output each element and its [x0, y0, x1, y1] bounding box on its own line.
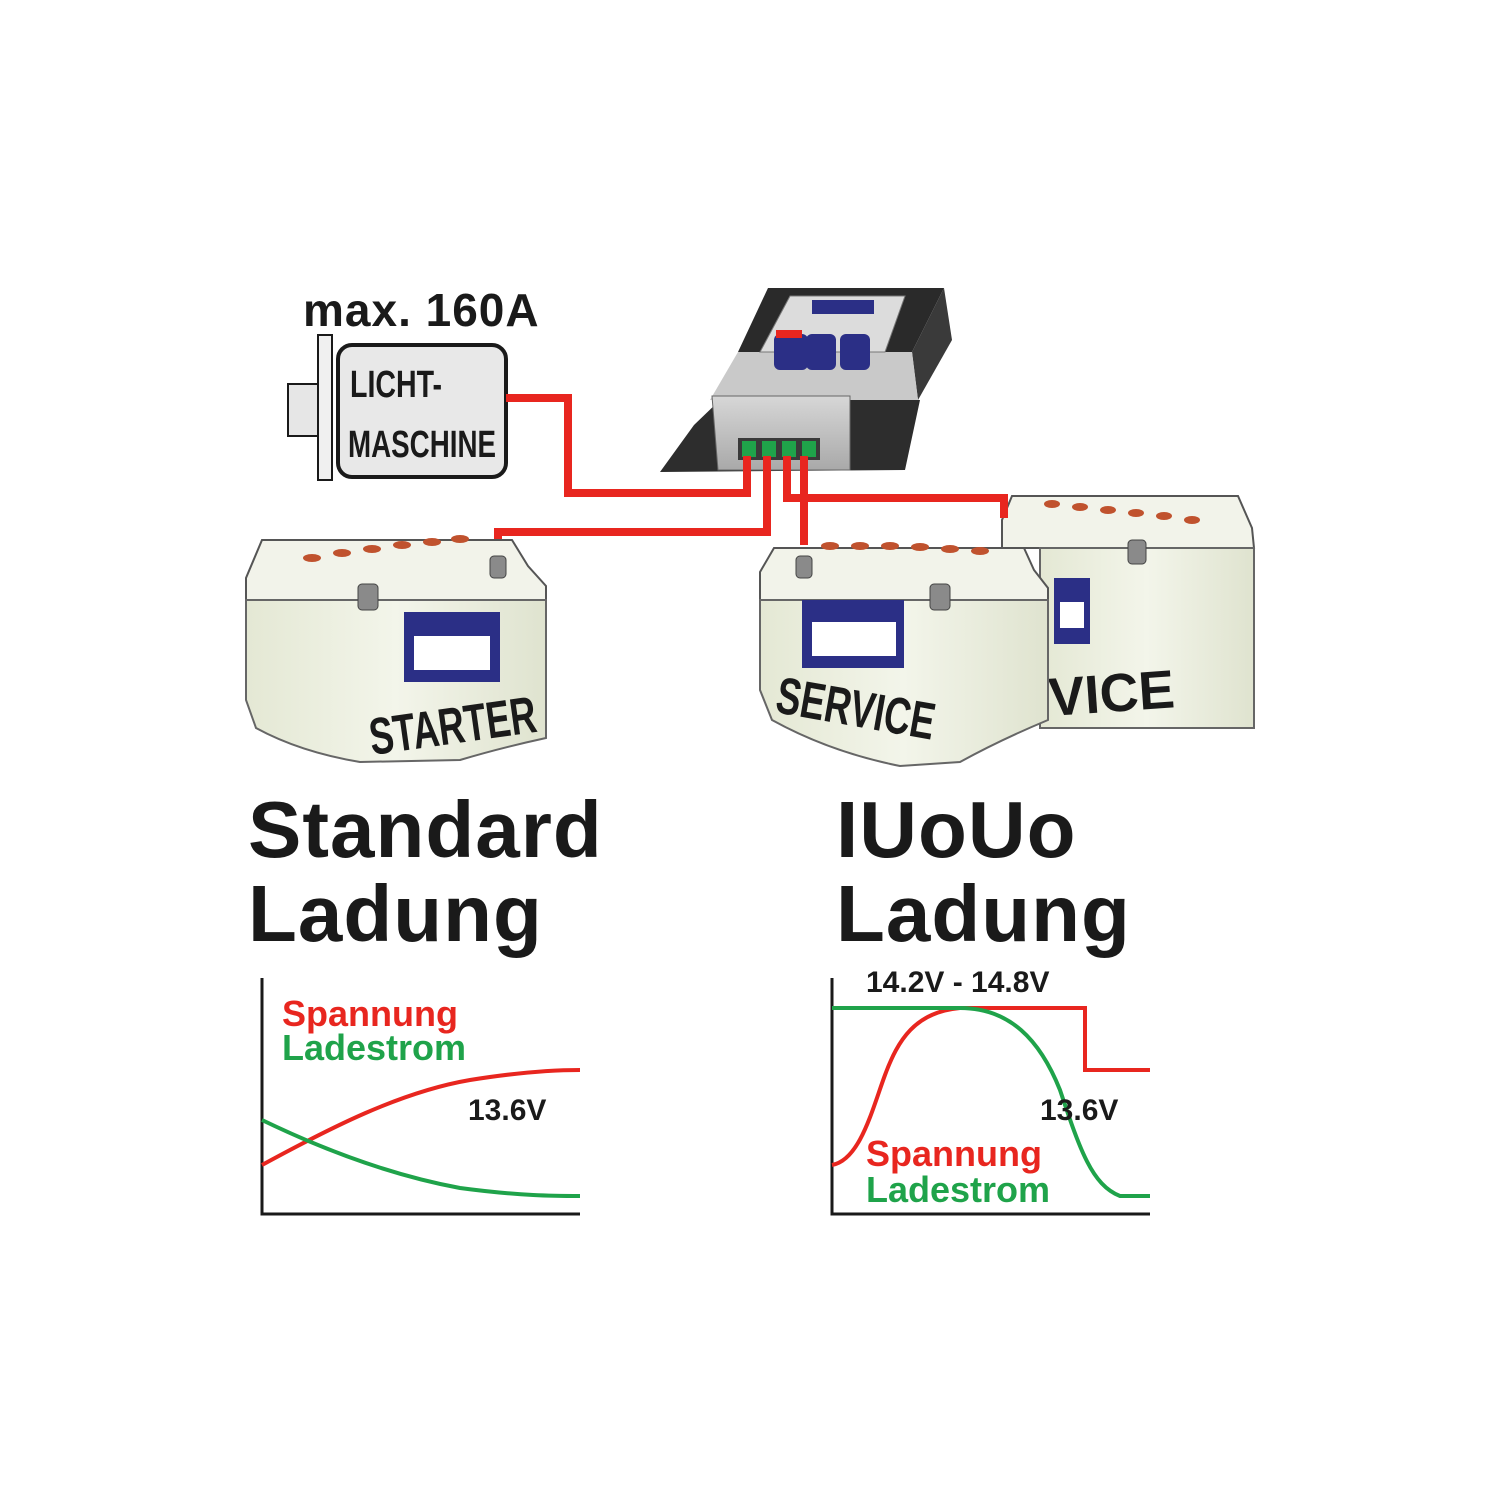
heading-standard-line1: Standard [248, 785, 603, 874]
starter-cell-caps [303, 535, 469, 562]
charger-button-1 [774, 334, 808, 370]
graph-iuouo-axes [830, 978, 1150, 1216]
starter-terminal-plus [489, 555, 507, 579]
service-front-terminal [929, 583, 951, 611]
battery-back-cell-caps [1044, 500, 1200, 524]
battery-back-label: VICE [1047, 659, 1177, 728]
graph-iuouo-legend-voltage: Spannung [866, 1133, 1042, 1174]
cable-alternator [506, 394, 751, 497]
graph-standard-end-voltage: 13.6V [468, 1094, 546, 1127]
charger-display [812, 300, 874, 314]
heading-standard-line2: Ladung [248, 869, 543, 958]
charger-terminal-block [738, 438, 820, 460]
alternator: LICHT- MASCHINE [287, 334, 508, 481]
alternator-body [336, 343, 508, 479]
charger-terminal-1 [742, 441, 756, 457]
heading-iuouo-line2: Ladung [836, 869, 1131, 958]
graph-standard-legend-current: Ladestrom [282, 1027, 466, 1068]
battery-back-terminal [1127, 539, 1147, 565]
graph-iuouo-end-voltage: 13.6V [1040, 1094, 1118, 1127]
graph-iuouo-legend-current: Ladestrom [866, 1169, 1050, 1210]
service-front-terminal-plus [795, 555, 813, 579]
battery-charger [660, 288, 952, 472]
graph-standard-axes [260, 978, 580, 1216]
charger-red-indicator [776, 330, 802, 338]
graph-iuouo: 14.2V - 14.8V 13.6V Spannung Ladestrom [830, 966, 1150, 1216]
service-front-lid [759, 547, 1049, 601]
starter-lid [245, 539, 547, 601]
alternator-label-line2: MASCHINE [348, 424, 496, 466]
graph-standard: Spannung Ladestrom 13.6V [260, 978, 581, 1216]
heading-iuouo-line1: IUoUo [836, 785, 1077, 874]
alternator-label-line1: LICHT- [350, 364, 442, 406]
charger-button-2 [806, 334, 836, 370]
heading-iuouo-charging: IUoUo Ladung [836, 788, 1131, 956]
charger-terminal-2 [762, 441, 776, 457]
max-current-label: max. 160A [303, 284, 540, 336]
service-front-label-window [812, 622, 896, 656]
charger-heatsink-side [912, 288, 952, 400]
alternator-flange [317, 334, 333, 481]
graph-standard-legend-voltage: Spannung [282, 993, 458, 1034]
battery-back-lid [1001, 495, 1256, 549]
graph-standard-voltage-curve [261, 1068, 581, 1167]
starter-terminal-minus [357, 583, 379, 611]
charger-terminal-3 [782, 441, 796, 457]
alternator-shaft [287, 383, 319, 437]
heading-standard-charging: Standard Ladung [248, 788, 603, 956]
service-battery-front: SERVICE [759, 542, 1049, 768]
service-front-cell-caps [821, 542, 989, 555]
graph-iuouo-range-label: 14.2V - 14.8V [866, 966, 1049, 999]
battery-back-label-window [1060, 602, 1084, 628]
charger-button-3 [840, 334, 870, 370]
graph-iuouo-current-curve [832, 1006, 1150, 1198]
graph-standard-current-curve [261, 1118, 581, 1198]
cable-service-back [783, 456, 1008, 518]
charger-terminal-4 [802, 441, 816, 457]
service-battery-back: VICE [1001, 495, 1256, 729]
starter-battery: STARTER [245, 535, 547, 767]
starter-label-window [414, 636, 490, 670]
